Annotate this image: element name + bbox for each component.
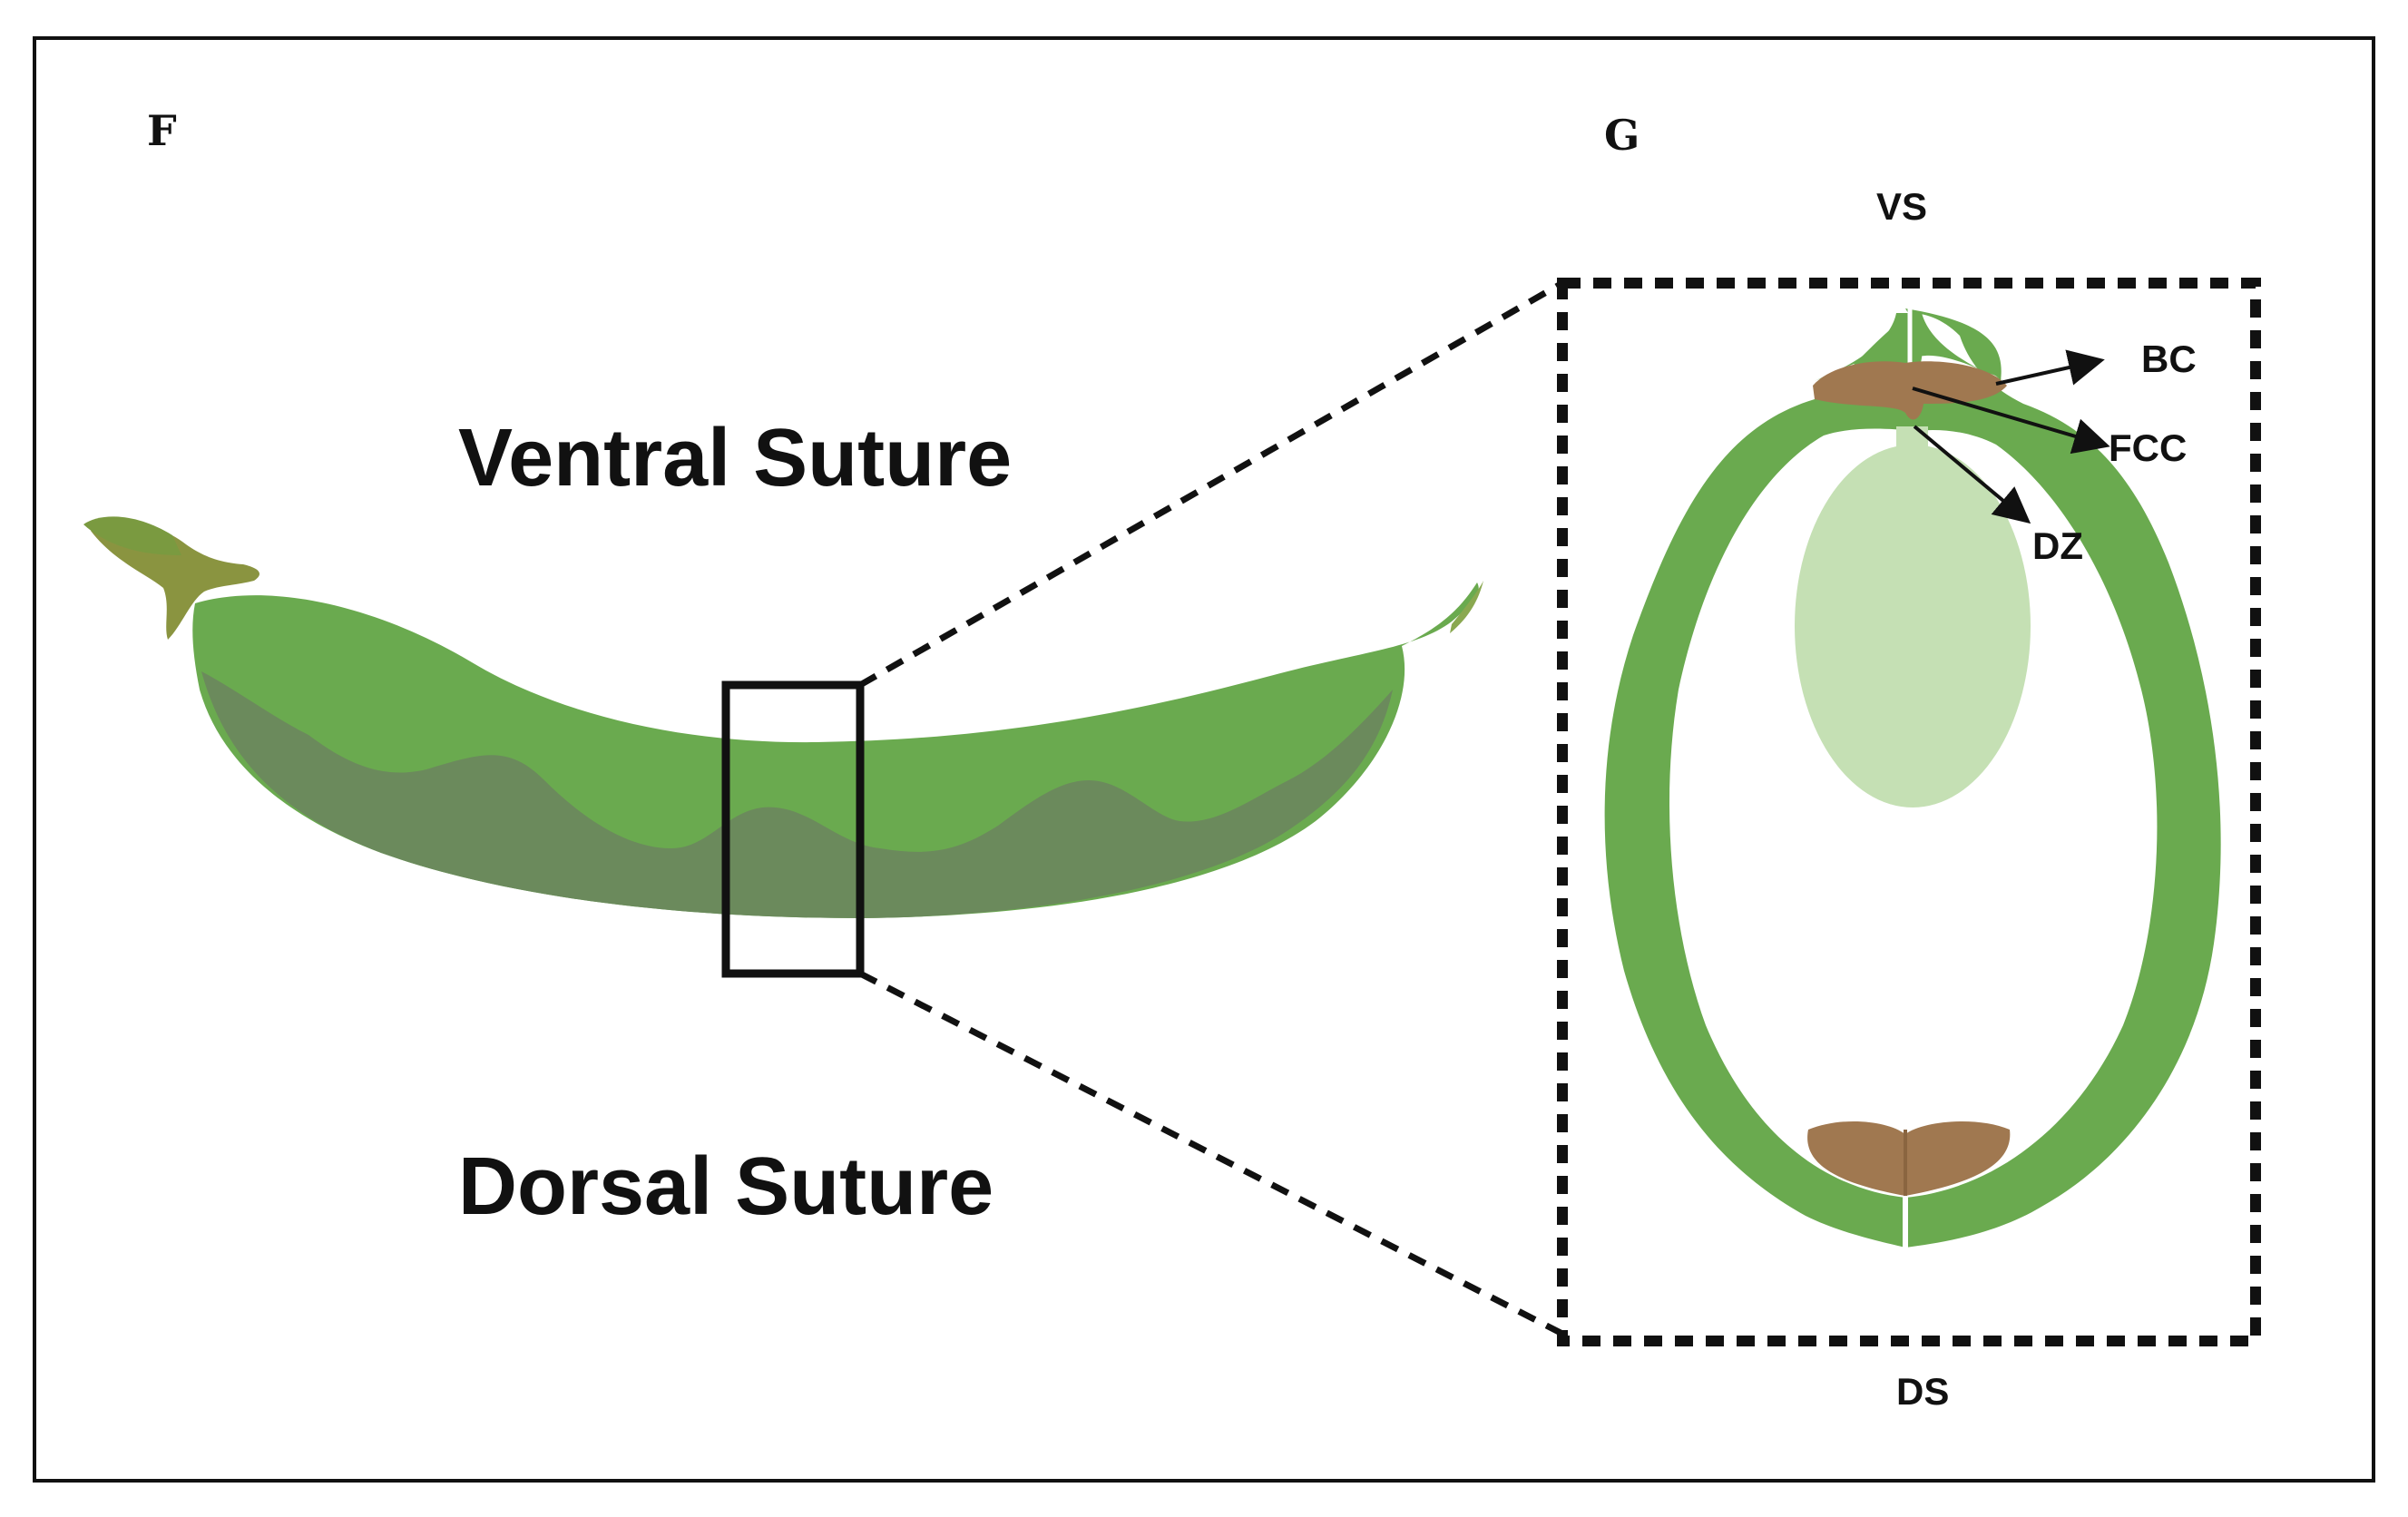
annotation-dz: DZ (2032, 524, 2083, 567)
pod-lower-shade (201, 671, 1393, 918)
arrow-fcc (1912, 387, 2110, 455)
annotation-fcc: FCC (2109, 426, 2187, 469)
panel-letter-f: F (147, 106, 177, 155)
pod-cross-section (1604, 308, 2221, 1252)
panel-letter-g: G (1604, 111, 1640, 160)
ds-label: DS (1896, 1370, 1949, 1413)
magnification-box (721, 680, 865, 978)
figure-frame (33, 36, 2375, 1483)
pod-stem (91, 523, 260, 640)
pod-tip (1450, 581, 1483, 633)
pod-stem-tip (83, 516, 181, 555)
cross-section-frame (1557, 278, 2261, 1346)
annotation-bc: BC (2141, 338, 2197, 380)
seed (1795, 445, 2031, 807)
dorsal-suture-label: Dorsal Suture (458, 1141, 994, 1232)
pea-pod-illustration (83, 516, 1483, 918)
ventral-tissue (1813, 361, 2007, 420)
zoom-line-bottom (858, 970, 1564, 1337)
arrow-dz (1913, 425, 2031, 524)
arrow-bc (1995, 349, 2105, 386)
dorsal-tissue (1807, 1121, 2011, 1196)
vs-label: VS (1876, 185, 1927, 228)
ventral-suture-label: Ventral Suture (458, 413, 1012, 504)
ventral-lobe-left (1815, 313, 1914, 381)
ventral-lobe-right (1914, 313, 2005, 381)
zoom-line-top (858, 279, 1564, 689)
